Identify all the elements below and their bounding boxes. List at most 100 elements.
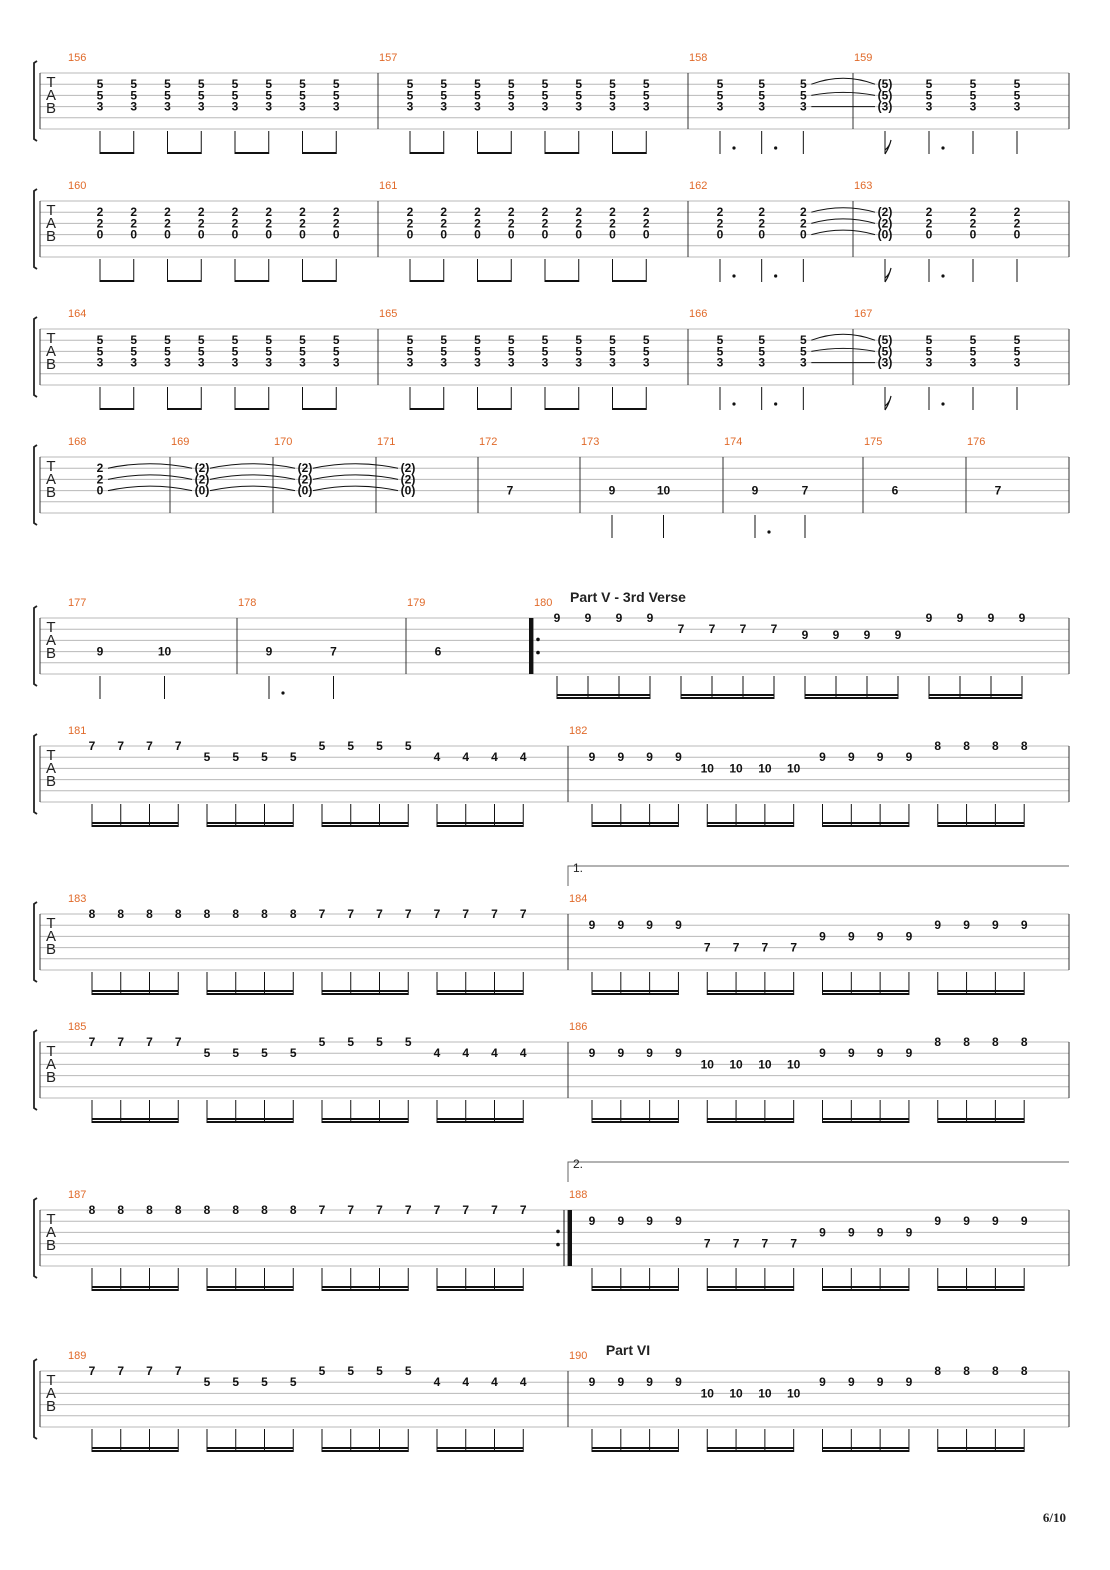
- fret-number: 2: [97, 216, 104, 230]
- beam: [92, 1289, 179, 1291]
- fret-number: 7: [520, 907, 527, 921]
- tab-clef-letter: T: [46, 619, 55, 636]
- fret-number: 5: [800, 333, 807, 347]
- beam: [937, 1121, 1025, 1123]
- tie-curve: [209, 485, 296, 492]
- fret-number: 5: [232, 1375, 239, 1389]
- dotted-rhythm-dot: [767, 530, 771, 534]
- fret-number: 5: [758, 344, 765, 358]
- measure-number: 171: [377, 436, 395, 448]
- fret-number: 3: [299, 100, 306, 114]
- tab-system: TAB1565535535535535535535535531575535535…: [33, 52, 1070, 155]
- fret-number: 10: [657, 484, 671, 498]
- fret-number: 9: [906, 1046, 913, 1060]
- beam: [100, 280, 134, 282]
- beam: [707, 1118, 794, 1120]
- fret-number: 5: [542, 77, 549, 91]
- measure-number: 157: [379, 52, 397, 64]
- fret-number: 7: [434, 1203, 441, 1217]
- fret-number: 2: [926, 216, 933, 230]
- fret-number: 9: [934, 1214, 941, 1228]
- tie-curve: [209, 474, 296, 480]
- system-bracket: [33, 605, 38, 687]
- fret-number: 5: [130, 344, 137, 358]
- fret-number: 7: [117, 1364, 124, 1378]
- fret-number: 9: [1021, 918, 1028, 932]
- fret-number: 5: [333, 344, 340, 358]
- fret-number: 5: [575, 333, 582, 347]
- fret-number: 3: [643, 100, 650, 114]
- fret-number: 3: [232, 100, 239, 114]
- beam: [477, 408, 512, 410]
- fret-number: 5: [542, 88, 549, 102]
- system-bracket: [33, 733, 38, 815]
- fret-number: 9: [877, 1375, 884, 1389]
- measure-number: 170: [274, 436, 292, 448]
- fret-number: 2: [97, 461, 104, 475]
- beam: [207, 825, 294, 827]
- beam: [167, 408, 202, 410]
- tab-clef-letter: B: [46, 1398, 56, 1415]
- fret-number: 3: [440, 100, 447, 114]
- fret-number: 10: [701, 1057, 715, 1071]
- dotted-rhythm-dot: [941, 402, 945, 406]
- beam: [322, 1121, 409, 1123]
- beam: [437, 993, 524, 995]
- fret-number: 5: [405, 1364, 412, 1378]
- fret-number: 0: [232, 228, 239, 242]
- volta-label: 2.: [573, 1157, 583, 1171]
- fret-number: 5: [319, 1035, 326, 1049]
- fret-number: 5: [643, 88, 650, 102]
- beam: [929, 697, 1022, 699]
- fret-number: 2: [643, 216, 650, 230]
- fret-number: 8: [934, 1035, 941, 1049]
- beam: [235, 408, 269, 410]
- fret-number: 5: [440, 333, 447, 347]
- fret-number: 5: [299, 333, 306, 347]
- beam: [707, 1289, 794, 1291]
- fret-number: 2: [299, 205, 306, 219]
- tab-clef-letter: T: [46, 1372, 55, 1389]
- measure: 169(2)(2)(0): [171, 436, 296, 513]
- fret-number: 6: [892, 484, 899, 498]
- fret-number: 5: [542, 344, 549, 358]
- fret-number: 7: [117, 739, 124, 753]
- tie-curve: [107, 485, 193, 492]
- fret-number: 0: [407, 228, 414, 242]
- fret-number: 3: [440, 356, 447, 370]
- note-flag: [884, 139, 892, 155]
- fret-number: 8: [146, 907, 153, 921]
- measure-number: 164: [68, 308, 86, 320]
- beam: [302, 408, 337, 410]
- fret-number: 9: [957, 611, 964, 625]
- fret-number: 3: [717, 356, 724, 370]
- measure-number: 177: [68, 597, 86, 609]
- measure-number: 156: [68, 52, 86, 64]
- fret-number: 7: [802, 484, 809, 498]
- fret-number: 2: [232, 205, 239, 219]
- fret-number: 9: [752, 484, 759, 498]
- fret-number: 8: [992, 1364, 999, 1378]
- fret-number: 2: [164, 205, 171, 219]
- fret-number: 7: [762, 1237, 769, 1251]
- fret-number: 3: [609, 100, 616, 114]
- beam: [207, 993, 294, 995]
- beam: [545, 280, 579, 282]
- fret-number: 9: [934, 918, 941, 932]
- tie-curve: [811, 229, 876, 236]
- volta-label: 1.: [573, 861, 583, 875]
- fret-number: 2: [440, 216, 447, 230]
- fret-number: 2: [232, 216, 239, 230]
- beam: [322, 1450, 409, 1452]
- fret-number: 7: [709, 622, 716, 636]
- fret-number: 5: [130, 77, 137, 91]
- measure-number: 168: [68, 436, 86, 448]
- fret-number: 10: [158, 645, 172, 659]
- fret-number: 5: [376, 1364, 383, 1378]
